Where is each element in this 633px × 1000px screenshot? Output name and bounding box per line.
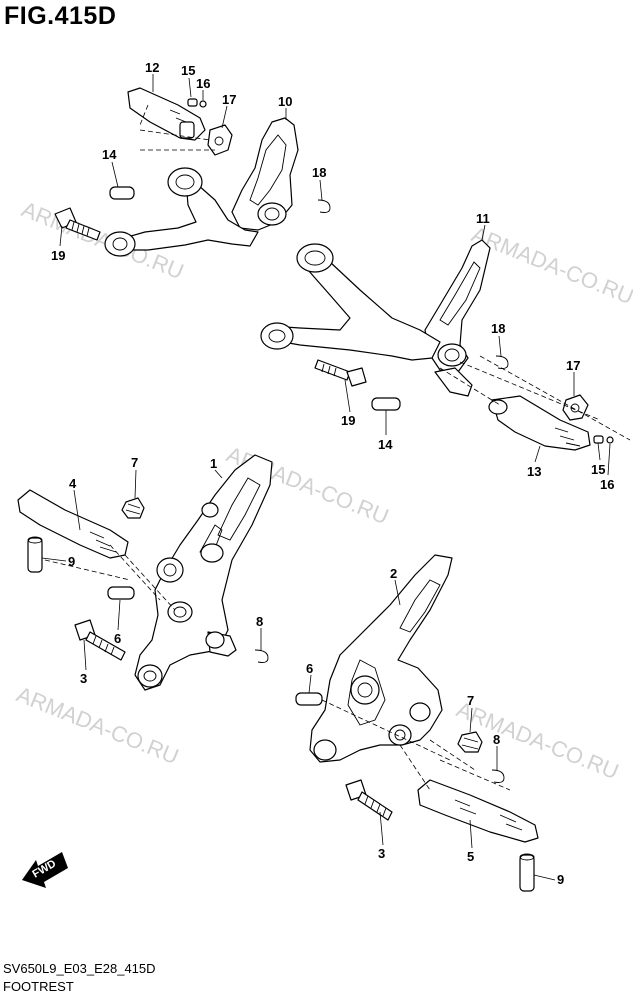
callout-7-left: 7 (131, 455, 138, 470)
callout-numbers: 12 15 16 17 10 14 18 19 11 18 17 19 14 1… (51, 60, 614, 887)
callout-16-top: 16 (196, 76, 210, 91)
clip-18-top (317, 199, 331, 213)
callout-17-top: 17 (222, 92, 236, 107)
callout-8-right: 8 (493, 732, 500, 747)
leader-lines (41, 74, 611, 881)
watermark-4: ARMADA-CO.RU (13, 681, 182, 769)
callout-9-left: 9 (68, 554, 75, 569)
callout-12: 12 (145, 60, 159, 75)
callout-18-top: 18 (312, 165, 326, 180)
footpeg-13 (488, 395, 591, 451)
bolt-3-right (345, 779, 393, 821)
bolt-3-left (74, 619, 126, 661)
callout-6-left: 6 (114, 631, 121, 646)
bolt-19-right (314, 359, 367, 387)
spring-7-left (121, 497, 145, 519)
bolt-19-top (54, 207, 101, 241)
callout-2: 2 (390, 566, 397, 581)
bracket-11 (424, 239, 491, 373)
callout-1: 1 (210, 456, 217, 471)
clip-8-left (254, 649, 269, 663)
callout-10: 10 (278, 94, 292, 109)
bracket-1 (134, 454, 273, 691)
watermark-2: ARMADA-CO.RU (468, 221, 633, 309)
stopper-9-left (27, 536, 43, 573)
lever-right (434, 367, 473, 397)
figure-caption: FOOTREST (3, 979, 74, 994)
callout-19-top: 19 (51, 248, 65, 263)
figure-title: FIG.415D (4, 2, 117, 30)
callout-4: 4 (69, 476, 77, 491)
callout-17-right: 17 (566, 358, 580, 373)
callout-6-right: 6 (306, 661, 313, 676)
washer-16-top (199, 100, 207, 108)
bracket-2 (309, 554, 453, 763)
spring-17-top (207, 124, 233, 156)
spring-15-right (593, 435, 604, 444)
callout-7-right: 7 (467, 693, 474, 708)
footpeg-5 (417, 779, 539, 843)
callout-14-top: 14 (102, 147, 117, 162)
bracket-10 (231, 117, 299, 231)
figure-code: SV650L9_E03_E28_415D (3, 961, 156, 976)
callout-8-left: 8 (256, 614, 263, 629)
callout-19-right: 19 (341, 413, 355, 428)
callout-3-left: 3 (80, 671, 87, 686)
callout-14-right: 14 (378, 437, 393, 452)
pin-14-top (109, 186, 135, 200)
pin-6-left (107, 586, 135, 600)
callout-16-right: 16 (600, 477, 614, 492)
callout-18-right: 18 (491, 321, 505, 336)
callout-15-top: 15 (181, 63, 195, 78)
fwd-arrow-icon: FWD (22, 852, 68, 888)
washer-16-right (606, 436, 614, 444)
footpeg-12 (127, 87, 206, 141)
callout-13: 13 (527, 464, 541, 479)
footrest-arm-top (104, 167, 259, 257)
clip-18-right (495, 355, 509, 369)
pin-6-right (295, 692, 323, 706)
footrest-arm-right (260, 243, 441, 361)
callout-15-right: 15 (591, 462, 605, 477)
pin-14-right (371, 397, 401, 411)
spring-17-right (562, 394, 589, 421)
stopper-9-right (519, 853, 535, 892)
clip-8-right (491, 769, 505, 783)
callout-9-right: 9 (557, 872, 564, 887)
spring-15-top (187, 98, 198, 107)
callout-3-right: 3 (378, 846, 385, 861)
spring-7-right (457, 731, 483, 753)
parts-diagram: ARMADA-CO.RU ARMADA-CO.RU ARMADA-CO.RU A… (13, 60, 633, 892)
callout-5: 5 (467, 849, 474, 864)
callout-11: 11 (476, 211, 490, 226)
